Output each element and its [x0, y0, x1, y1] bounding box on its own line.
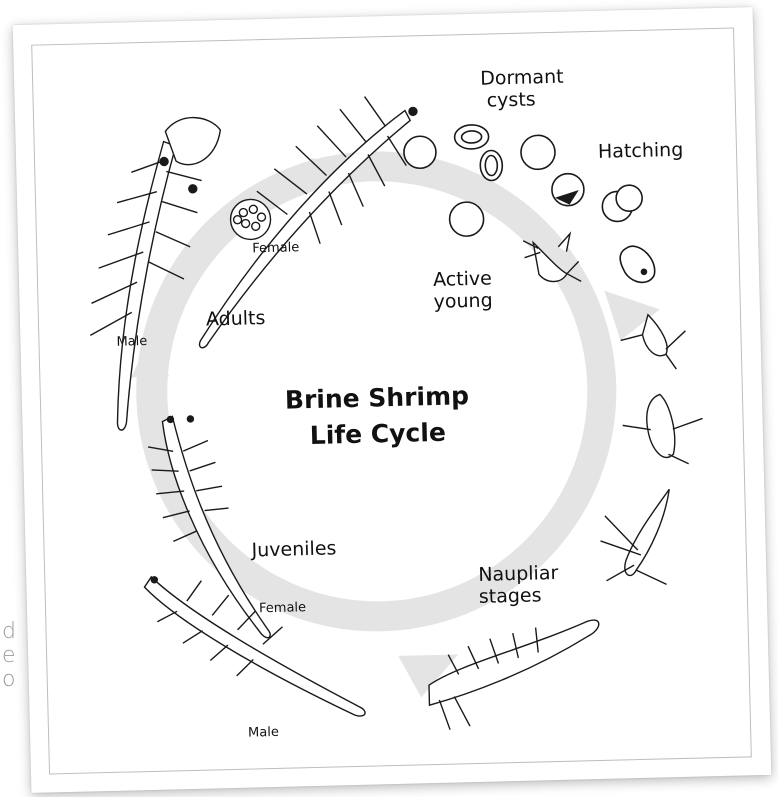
label-adult-female: Female [252, 240, 299, 256]
side-fragment-3: o [2, 668, 16, 692]
label-dormant-cysts: Dormant cysts [480, 66, 564, 112]
label-adults: Adults [206, 307, 266, 330]
label-hatching: Hatching [598, 139, 684, 163]
diagram-title: Brine Shrimp Life Cycle [242, 377, 514, 456]
diagram-card: Dormant cysts Hatching Active young Adul… [13, 7, 772, 793]
label-adult-male: Male [116, 334, 147, 350]
late-naupliar-drawing [427, 620, 601, 730]
label-active-young-line1: Active [433, 268, 493, 291]
label-dormant-cysts-line1: Dormant [480, 66, 564, 90]
label-active-young: Active young [433, 268, 493, 313]
label-juveniles: Juveniles [251, 537, 336, 561]
label-dormant-cysts-line2: cysts [480, 88, 564, 112]
diagram-title-line2: Life Cycle [242, 413, 513, 456]
label-naupliar-stages: Naupliar stages [478, 562, 559, 608]
side-fragment-1: d [2, 620, 16, 644]
label-naupliar-stages-line1: Naupliar [478, 562, 558, 586]
side-fragment-2: e [2, 644, 16, 668]
label-active-young-line2: young [433, 290, 493, 313]
label-naupliar-stages-line2: stages [479, 584, 559, 608]
side-text-fragment: d e o [2, 620, 16, 692]
label-juvenile-female: Female [259, 600, 306, 616]
label-juvenile-male: Male [248, 725, 279, 741]
